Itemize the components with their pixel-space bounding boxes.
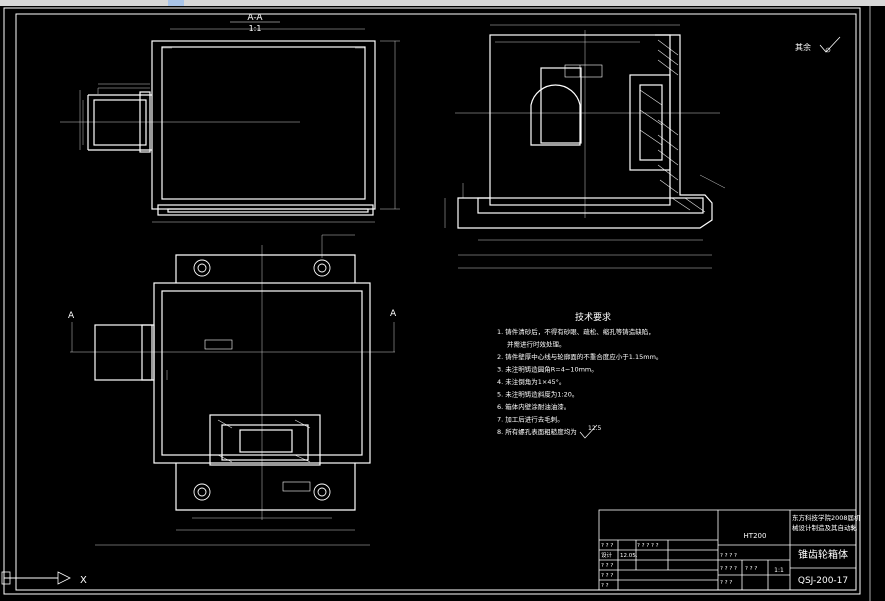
school-line-3: 3 bbox=[850, 524, 854, 532]
title-block-cell: 设计 bbox=[601, 551, 613, 559]
section-title: A-A bbox=[247, 13, 263, 23]
drawing-number: QSJ-200-17 bbox=[798, 576, 848, 586]
application-toolbar-strip bbox=[0, 0, 885, 6]
title-block-cell: ? ? ? bbox=[601, 563, 613, 569]
toolbar-tab-indicator[interactable] bbox=[168, 0, 184, 6]
tech-requirements-title: 技术要求 bbox=[575, 311, 611, 323]
plan-view: A A bbox=[68, 234, 397, 546]
cad-drawing-canvas[interactable]: A-A 1:1 bbox=[0, 6, 885, 601]
title-block-cell: ? ? ? bbox=[601, 543, 613, 549]
material-cell: HT200 bbox=[744, 532, 767, 540]
title-block-cell: ? ? ? bbox=[720, 580, 732, 586]
school-line-2: 械设计制造及其自动化 bbox=[792, 523, 858, 532]
tech-requirement-item: 8. 所有螺孔表面粗糙度均为 bbox=[497, 427, 577, 436]
title-block-cell: ? ? ? ? bbox=[720, 553, 737, 559]
drawing-frame bbox=[3, 7, 861, 595]
title-block-cell: 12.05. bbox=[620, 553, 638, 559]
tech-requirement-item: 3. 未注明铸造圆角R=4~10mm。 bbox=[497, 365, 598, 374]
tech-requirement-item: 7. 加工后进行去毛刺。 bbox=[497, 415, 564, 424]
title-block-cell: ? ? ? ? ? bbox=[637, 543, 659, 549]
roughness-symbol-icon bbox=[579, 424, 598, 439]
tech-requirement-item: 6. 箱体内壁涂耐油油漆。 bbox=[497, 402, 570, 411]
title-block-cell: ? ? ? bbox=[745, 566, 757, 572]
tech-requirement-item: 并需进行时效处理。 bbox=[507, 340, 566, 349]
tech-requirement-item: 1. 铸件清砂后，不得有砂眼、疏松、缩孔等铸造缺陷， bbox=[497, 327, 655, 336]
ucs-x-label: X bbox=[80, 575, 87, 586]
side-view: 其余 bbox=[444, 24, 841, 269]
view-marker-right: A bbox=[390, 309, 397, 319]
roughness-symbol-icon bbox=[819, 36, 841, 53]
tech-requirement-item: 5. 未注明铸造斜度为1:20。 bbox=[497, 390, 578, 399]
tech-roughness-value: 12.5 bbox=[588, 425, 602, 432]
title-block-cell: ? ? ? bbox=[601, 573, 613, 579]
scale-cell: 1:1 bbox=[774, 567, 784, 574]
title-block: HT200 东方科技学院2008届机 械设计制造及其自动化 3 锥齿轮箱体 QS… bbox=[598, 509, 861, 591]
technical-requirements: 技术要求 1. 铸件清砂后，不得有砂眼、疏松、缩孔等铸造缺陷， 并需进行时效处理。… bbox=[497, 311, 662, 439]
outer-border bbox=[3, 7, 861, 595]
section-scale: 1:1 bbox=[249, 24, 262, 33]
inner-border bbox=[15, 13, 857, 591]
view-marker-left: A bbox=[68, 311, 75, 321]
roughness-note-label: 其余 bbox=[795, 42, 811, 52]
section-view-aa: A-A 1:1 bbox=[60, 13, 400, 223]
title-block-cell: ? ? bbox=[601, 583, 609, 589]
tech-requirement-item: 4. 未注倒角为1×45°。 bbox=[497, 377, 565, 386]
ucs-icon: X bbox=[1, 571, 87, 586]
part-name: 锥齿轮箱体 bbox=[798, 548, 848, 561]
title-block-cells: ? ? ? ? ? ? ? ? 设计 12.05. ? ? ? ? ? ? ? ? ? ??… bbox=[601, 543, 757, 589]
school-line-1: 东方科技学院2008届机 bbox=[792, 513, 861, 522]
tech-requirement-item: 2. 铸件壁厚中心线与轮廓面的不重合度应小于1.15mm。 bbox=[497, 352, 662, 361]
title-block-cell: ? ? ? ? bbox=[720, 566, 737, 572]
